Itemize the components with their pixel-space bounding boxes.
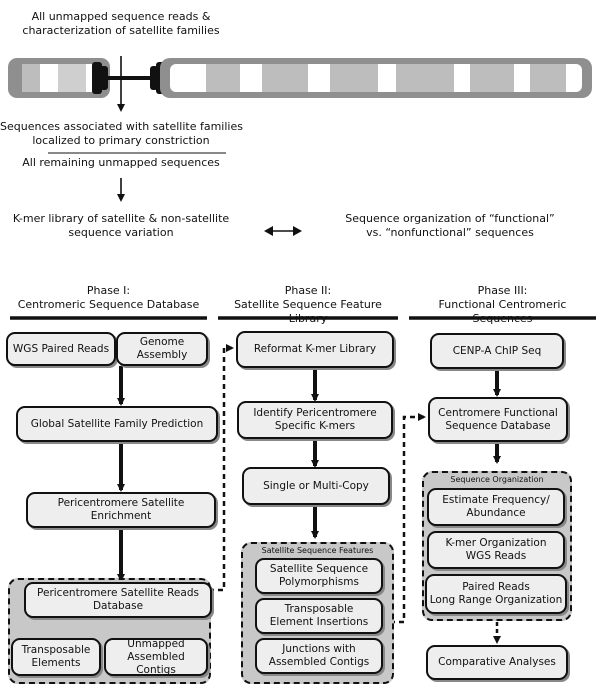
sequence-organization-group-label: Sequence Organization — [450, 475, 544, 484]
chromosome-ideogram — [8, 58, 592, 98]
kmer-library-label: K-mer library of satellite & non-satelli… — [12, 212, 230, 239]
satellite-features-label: Satellite Sequence Features — [261, 546, 374, 555]
dashed-link-p1-p2 — [209, 344, 234, 592]
comparative-analyses-box: Comparative Analyses — [426, 645, 568, 680]
dashed-link-p2-p3 — [390, 413, 426, 624]
estimate-frequency-box: Estimate Frequency/Abundance — [427, 488, 565, 526]
wgs-paired-reads-box: WGS Paired Reads — [6, 332, 116, 366]
remaining-sequences: All remaining unmapped sequences — [22, 156, 220, 169]
sequence-organization-label: Sequence organization of “functional”vs.… — [345, 212, 555, 239]
top-title: All unmapped sequence reads &characteriz… — [22, 10, 220, 37]
phase1-header: Phase I:Centromeric Sequence Database — [17, 284, 200, 311]
double-arrow-icon — [264, 226, 302, 236]
genome-assembly-box: Genome Assembly — [116, 332, 208, 366]
global-satellite-prediction-box: Global Satellite Family Prediction — [16, 406, 218, 442]
phase3-header: Phase III:Functional Centromeric Sequenc… — [438, 284, 567, 325]
reformat-kmer-library-box: Reformat K-mer Library — [236, 331, 394, 368]
associated-sequences: Sequences associated with satellite fami… — [0, 120, 243, 147]
single-multi-copy-box: Single or Multi-Copy — [242, 467, 390, 505]
phase2-header: Phase II:Satellite Sequence Feature Libr… — [234, 284, 382, 325]
cenpa-chip-seq-box: CENP-A ChIP Seq — [430, 333, 564, 369]
